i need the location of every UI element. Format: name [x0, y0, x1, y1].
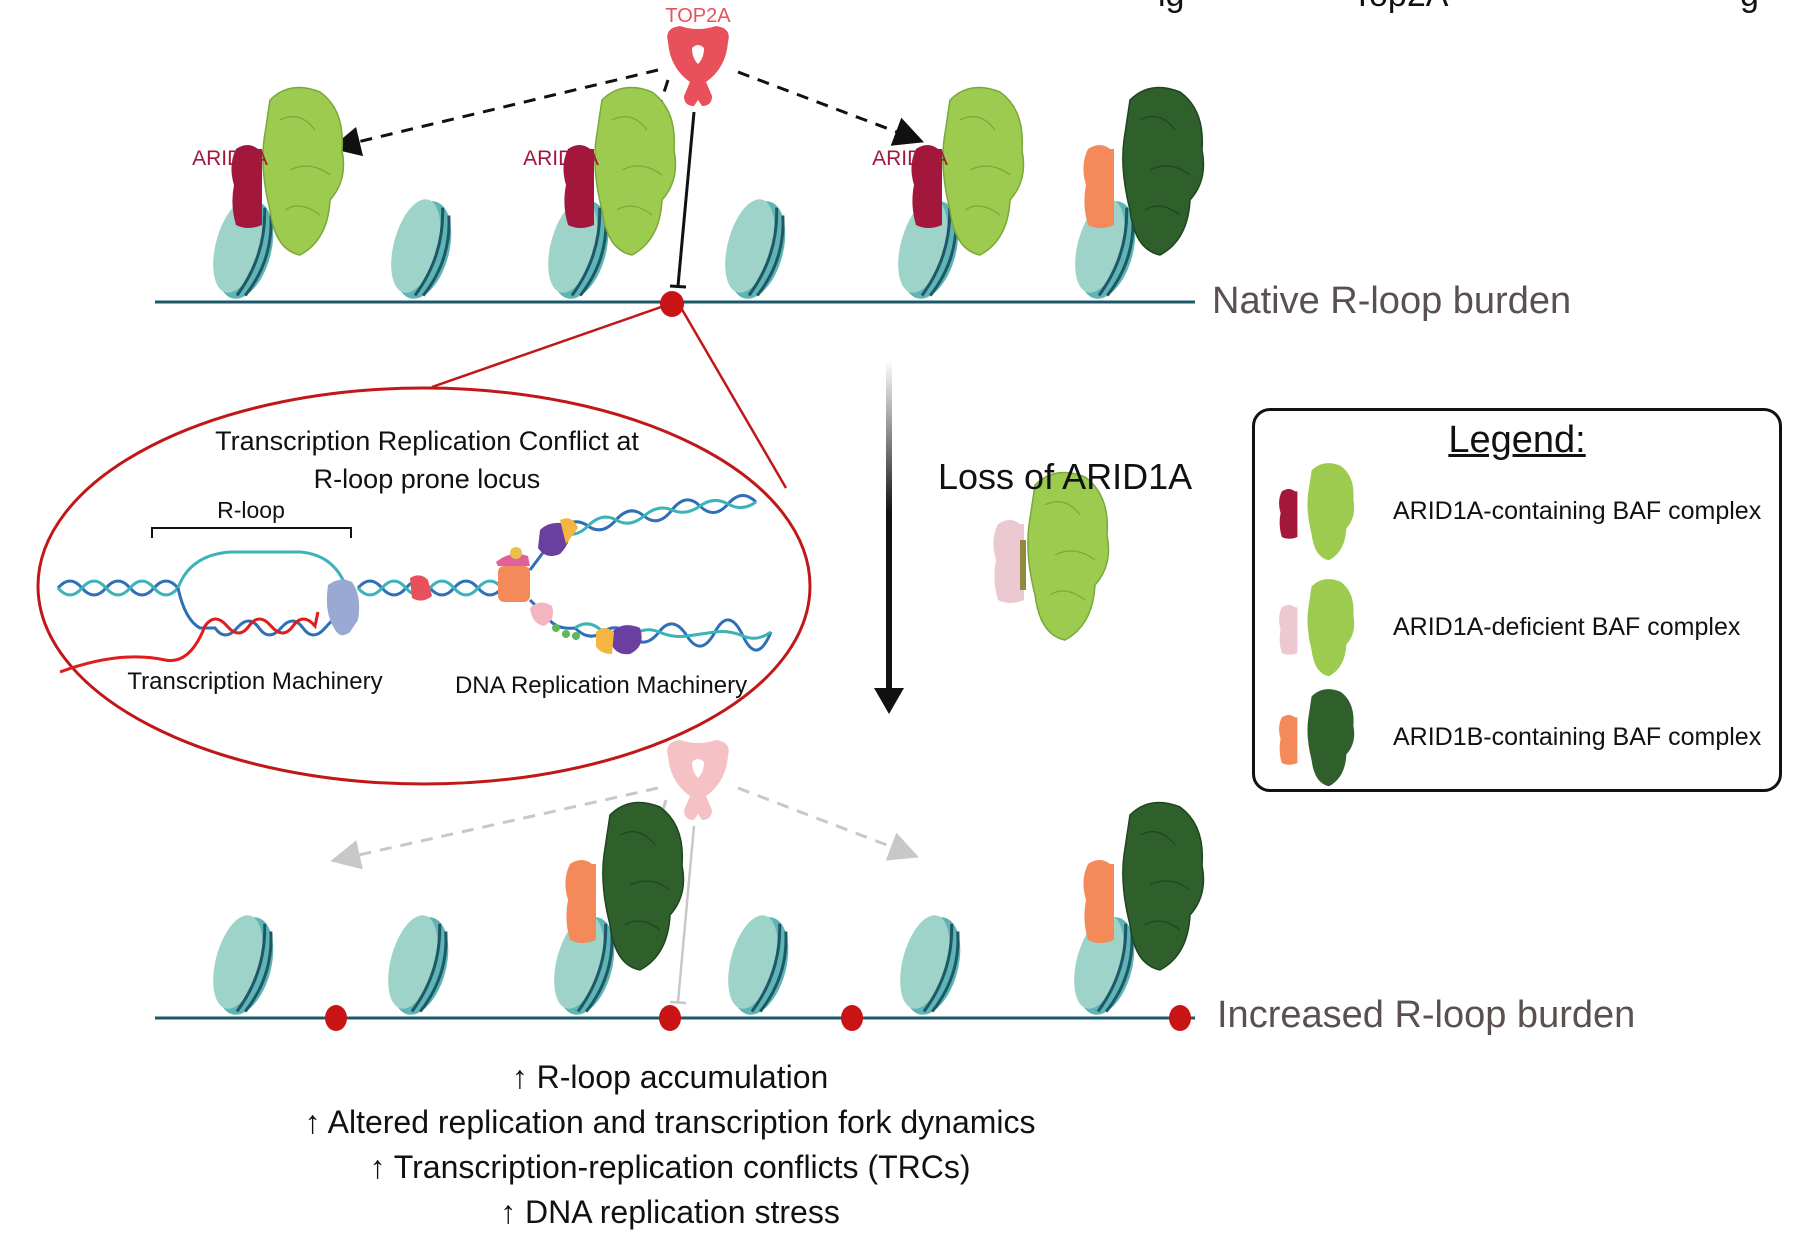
rloop-marker — [841, 1005, 863, 1031]
replisome-factor-icon — [510, 547, 522, 559]
arid1a-deficient-subunit-icon — [993, 520, 1026, 603]
outcome-item: ↑ Transcription-replication conflicts (T… — [369, 1149, 971, 1185]
increased-burden-label: Increased R-loop burden — [1217, 994, 1636, 1036]
clamp-icon — [560, 518, 578, 544]
recruit-arrow — [330, 68, 659, 157]
top2a-enzyme-icon — [667, 26, 729, 106]
arid1a-label: ARID1A — [192, 147, 268, 170]
legend-subunit-swatch — [1279, 715, 1298, 765]
baf-core-dark-icon — [1122, 801, 1205, 971]
loss-of-arid1a-label: Loss of ARID1A — [938, 456, 1193, 497]
recruit-arrow — [737, 70, 925, 146]
inhibition-line — [676, 111, 696, 287]
arid1a-containing-baf-icon — [1279, 463, 1355, 561]
nucleosome-icon — [714, 192, 797, 307]
rloop-marker — [325, 1005, 347, 1031]
inset-title: R-loop prone locus — [314, 464, 541, 494]
top2a-small-icon — [410, 575, 432, 601]
nucleosome-icon — [380, 192, 463, 307]
legend-item: ARID1A-deficient BAF complex — [1267, 579, 1777, 679]
lagging-strand — [528, 598, 773, 652]
legend-label: ARID1A-deficient BAF complex — [1393, 613, 1741, 641]
dna-helix — [56, 579, 180, 597]
outcome-item: ↑ Altered replication and transcription … — [304, 1104, 1036, 1140]
primase-icon — [530, 602, 553, 626]
rna-strand — [59, 611, 320, 674]
leading-strand — [559, 499, 757, 536]
legend-box: Legend: ARID1A-containing BAF complex AR… — [1252, 408, 1782, 792]
polymerase-icon — [538, 522, 570, 556]
arid1b-subunit-icon — [1083, 145, 1114, 228]
outcomes-list: ↑ R-loop accumulation ↑ Altered replicat… — [240, 1055, 1100, 1235]
nucleosome-icon — [377, 908, 460, 1023]
legend-core-swatch — [1307, 463, 1355, 561]
clipped-header-fragment: Top2A — [1352, 0, 1448, 15]
rloop-bracket — [151, 527, 352, 538]
helicase-icon — [498, 566, 530, 602]
rloop-label: R-loop — [217, 497, 285, 523]
baf-core-dark-icon — [602, 801, 685, 971]
legend-core-swatch — [1307, 579, 1355, 677]
nucleosome-icon — [717, 908, 800, 1023]
replisome-factor-icon — [496, 554, 530, 566]
legend-item: ARID1A-containing BAF complex — [1267, 463, 1777, 563]
inhibition-bar-faded — [669, 1000, 687, 1005]
replication-machinery-label: DNA Replication Machinery — [455, 672, 747, 699]
nucleosome-icon — [202, 908, 285, 1023]
recruit-arrow-faded — [330, 786, 659, 870]
inhibition-bar — [669, 284, 687, 289]
legend-label: ARID1A-containing BAF complex — [1393, 497, 1762, 525]
primer-icon — [562, 630, 570, 638]
outcome-item: ↑ R-loop accumulation — [511, 1059, 829, 1095]
inset-oval — [36, 386, 812, 786]
clamp-icon — [596, 628, 614, 654]
top2a-faded-group — [667, 740, 729, 820]
transcription-machinery-label: Transcription Machinery — [127, 668, 382, 695]
polymerase-icon — [610, 625, 642, 655]
legend-title: Legend: — [1448, 419, 1586, 461]
callout-line — [431, 304, 665, 389]
baf-core-icon — [262, 86, 345, 256]
rloop-marker — [1169, 1005, 1191, 1031]
inhibition-line-faded — [676, 825, 696, 1003]
arid1b-subunit-icon — [1083, 860, 1114, 943]
baf-core-dark-icon — [1122, 86, 1205, 256]
transition-arrow-head — [874, 688, 904, 714]
baf-core-icon — [594, 86, 677, 256]
legend-subunit-swatch — [1279, 605, 1298, 655]
native-burden-label: Native R-loop burden — [1212, 280, 1572, 322]
rloop-marker — [660, 291, 684, 317]
arid1b-containing-baf-icon — [1279, 689, 1355, 787]
inset-title: Transcription Replication Conflict at — [215, 426, 639, 456]
rna-polymerase-icon — [326, 579, 360, 636]
clipped-header-fragment: ig — [1158, 0, 1184, 15]
rloop-marker — [659, 1005, 681, 1031]
baf-core-icon — [942, 86, 1025, 256]
arid1a-deficient-baf-icon — [1279, 579, 1355, 677]
primer-icon — [552, 624, 560, 632]
transition-arrow-shaft — [886, 360, 892, 700]
nucleosome-icon — [889, 908, 972, 1023]
primer-icon — [572, 632, 580, 640]
recruit-arrow-faded — [737, 786, 920, 861]
arid1a-label: ARID1A — [872, 147, 948, 170]
arid1b-subunit-icon — [565, 860, 596, 943]
top2a-faded-icon — [667, 740, 729, 820]
legend-subunit-swatch — [1279, 489, 1298, 539]
callout-line — [678, 305, 788, 489]
legend-item: ARID1B-containing BAF complex — [1267, 689, 1777, 789]
legend-label: ARID1B-containing BAF complex — [1393, 723, 1762, 751]
dna-helix — [56, 579, 180, 597]
rloop-nontemplate-strand — [176, 550, 352, 601]
clipped-header-fragment: g — [1740, 0, 1759, 15]
legend-core-swatch — [1307, 689, 1355, 787]
arid1a-label: ARID1A — [523, 147, 599, 170]
top2a-label: TOP2A — [665, 5, 731, 27]
